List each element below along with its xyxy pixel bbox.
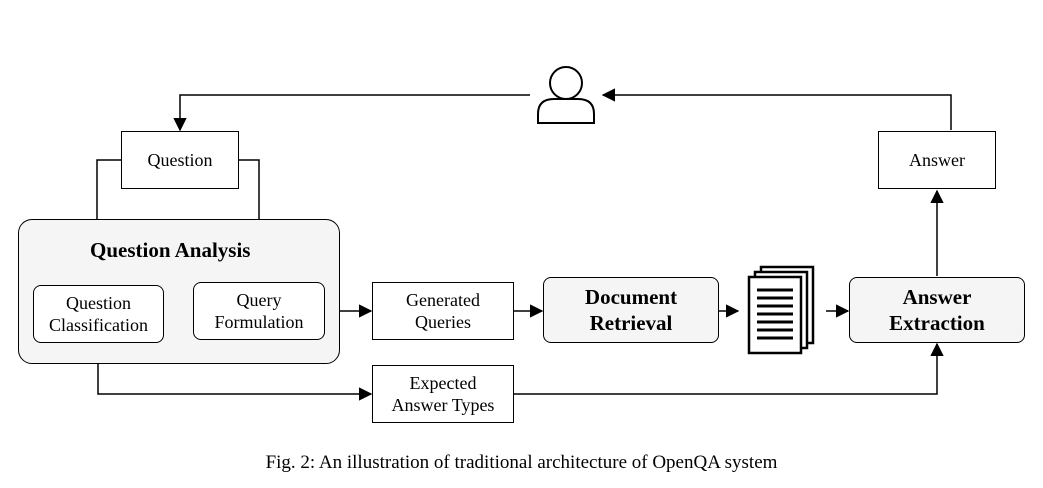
documents-icon bbox=[747, 265, 815, 355]
question-analysis-title: Question Analysis bbox=[90, 238, 251, 262]
query-formulation-node: Query Formulation bbox=[193, 282, 325, 340]
query-formulation-label: Query Formulation bbox=[214, 289, 304, 333]
figure-caption: Fig. 2: An illustration of traditional a… bbox=[265, 452, 778, 473]
answer-extraction-label: Answer Extraction bbox=[889, 284, 985, 335]
generated-queries-label: Generated Queries bbox=[406, 289, 480, 333]
question-classification-node: Question Classification bbox=[33, 285, 164, 343]
answer-node: Answer bbox=[878, 131, 996, 189]
edge-types-to-extraction bbox=[514, 342, 944, 395]
expected-answer-types-label: Expected Answer Types bbox=[391, 372, 495, 416]
document-retrieval-node: Document Retrieval bbox=[543, 277, 719, 343]
generated-queries-node: Generated Queries bbox=[372, 282, 514, 340]
question-classification-label: Question Classification bbox=[49, 292, 148, 336]
document-retrieval-label: Document Retrieval bbox=[584, 284, 678, 335]
edge-answer-to-user bbox=[601, 88, 952, 130]
question-label: Question bbox=[147, 149, 213, 170]
expected-answer-types-node: Expected Answer Types bbox=[372, 365, 514, 423]
user-icon bbox=[537, 66, 595, 124]
answer-extraction-node: Answer Extraction bbox=[849, 277, 1025, 343]
question-node: Question bbox=[121, 131, 239, 189]
edge-user-to-question bbox=[173, 94, 530, 132]
answer-label: Answer bbox=[909, 149, 965, 170]
